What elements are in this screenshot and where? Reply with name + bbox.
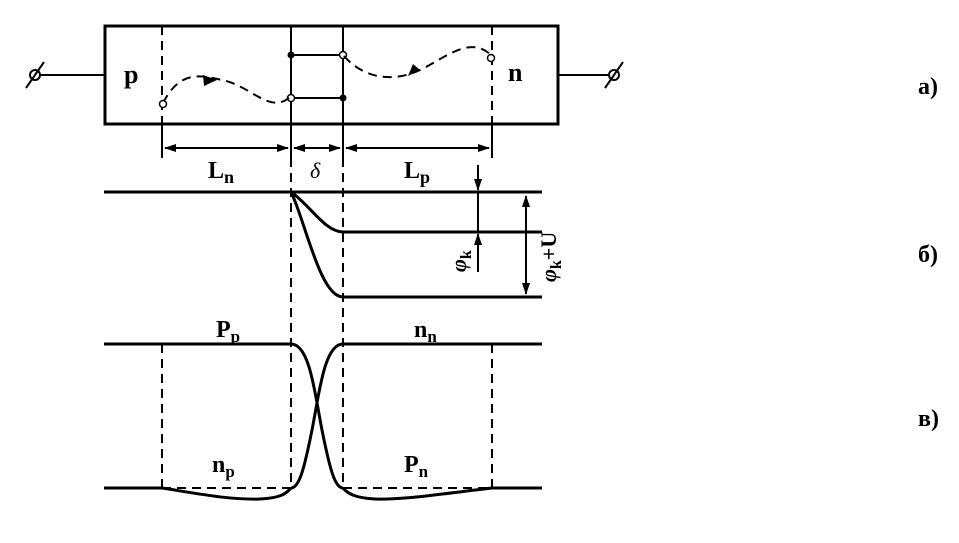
phi-k-u-symbol: φ xyxy=(536,269,561,282)
right-terminal-icon xyxy=(604,61,624,89)
phi-k-u-label: φk+U xyxy=(536,232,565,282)
panel-c-label: в) xyxy=(918,406,939,432)
region-n-label: n xyxy=(508,58,523,87)
nn-sub: n xyxy=(427,327,437,346)
np-profile xyxy=(161,486,293,501)
ln-label: Ln xyxy=(208,158,234,187)
pn-sub: n xyxy=(419,462,429,481)
phi-k-u-plus: +U xyxy=(536,232,561,261)
electron-path-p xyxy=(162,75,291,104)
panel-b-label: б) xyxy=(918,242,938,268)
left-terminal-icon xyxy=(25,61,45,89)
np-label: np xyxy=(212,452,235,481)
phi-k-label: φk xyxy=(446,250,475,272)
lp-label: Lp xyxy=(404,158,430,187)
carrier-arrow-icon xyxy=(203,75,217,86)
potential-diagram: φk φk+U xyxy=(104,165,565,299)
nn-crossover-curve xyxy=(290,342,344,490)
pp-crossover-curve xyxy=(290,342,344,490)
ln-sub: n xyxy=(224,167,234,187)
panel-a-label: а) xyxy=(918,74,938,100)
carrier-start-open xyxy=(158,99,168,109)
lp-sub: p xyxy=(420,167,430,187)
semiconductor-body xyxy=(103,24,560,126)
potential-curve-equilibrium xyxy=(290,190,542,234)
carrier-start-open xyxy=(486,53,496,63)
phi-k-symbol: φ xyxy=(446,259,471,272)
potential-curve-biased xyxy=(289,191,542,299)
lp-main: L xyxy=(404,158,420,184)
pn-main: P xyxy=(404,452,419,478)
charge-dot xyxy=(339,94,347,102)
region-p-label: p xyxy=(124,60,138,89)
nn-main: n xyxy=(414,317,427,343)
delta-label: δ xyxy=(310,158,321,183)
carrier-arrow-icon xyxy=(408,64,420,76)
phi-k-sub: k xyxy=(458,250,475,259)
ln-main: L xyxy=(208,158,224,184)
pp-label: Pp xyxy=(216,317,240,346)
hole-path-n xyxy=(343,46,492,79)
pp-main: P xyxy=(216,317,231,343)
pn-label: Pn xyxy=(404,452,429,481)
charge-dot xyxy=(287,51,295,59)
np-sub: p xyxy=(225,462,234,481)
pn-profile xyxy=(341,486,493,501)
np-main: n xyxy=(212,452,225,478)
device-structure: p n xyxy=(25,24,624,126)
dimension-lines: Ln δ Lp xyxy=(161,124,493,187)
phi-k-u-sub: k xyxy=(548,260,565,269)
nn-label: nn xyxy=(414,317,437,346)
concentration-diagram: Pp nn np Pn xyxy=(104,317,542,501)
pp-sub: p xyxy=(231,327,240,346)
